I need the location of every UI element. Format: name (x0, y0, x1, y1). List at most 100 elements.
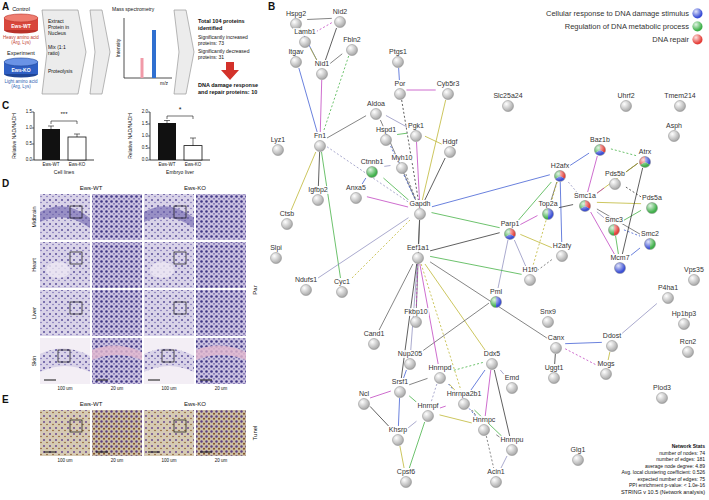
network-edge (611, 149, 638, 156)
sphere-body (415, 209, 426, 220)
protein-node: Cyb5r3 (436, 80, 461, 100)
swatch-ball (693, 9, 703, 19)
sphere-body (336, 287, 347, 298)
sphere-outline (679, 319, 690, 330)
protein-sphere (299, 36, 311, 48)
figure-shape (40, 410, 90, 456)
figure-shape (34, 112, 94, 160)
node-label: Aldoa (366, 100, 386, 108)
protein-node: Nup205 (397, 350, 424, 370)
sphere-outline (674, 101, 685, 112)
protein-node: Emd (504, 374, 520, 394)
text-label: Intensity (115, 39, 121, 58)
protein-node: Hnrnpa2b1 (446, 390, 483, 410)
sphere-body (301, 285, 312, 296)
legend-text: Regulation of DNA metabolic process (565, 22, 689, 31)
node-label: Top2a (537, 200, 558, 208)
text-label: Ews-KO (184, 185, 206, 192)
protein-node: Ctnnb1 (360, 158, 385, 178)
text-label: Significantly increased proteins: 73 (198, 34, 262, 46)
sphere-outline (551, 343, 562, 354)
figure-shape (174, 252, 186, 264)
sphere-outline (442, 89, 453, 100)
figure-shape (51, 121, 77, 124)
sphere-body (317, 69, 328, 80)
protein-node: Ddost (602, 332, 622, 352)
node-label: Atrx (638, 148, 652, 156)
figure-shape (196, 290, 246, 336)
sphere-outline (505, 229, 516, 240)
network-edge (397, 133, 407, 134)
text-label: 2.0 (142, 109, 148, 114)
node-label: Pds5a (641, 194, 663, 202)
figure-shape (70, 206, 82, 218)
network-edge (533, 182, 557, 266)
sphere-outline (683, 347, 694, 358)
protein-sphere (550, 342, 562, 354)
node-label: Eef1a1 (406, 244, 430, 252)
sphere-gloss (505, 229, 516, 240)
sphere-body (413, 253, 424, 264)
protein-node: Fkbp10 (403, 308, 428, 328)
sphere-body (507, 383, 518, 394)
node-label: Por (394, 80, 407, 88)
protein-node: H1f0 (522, 266, 539, 286)
network-edge (501, 456, 507, 468)
sphere-outline (413, 253, 424, 264)
protein-node: Pds5a (641, 194, 663, 214)
sphere-outline (291, 57, 302, 68)
swatch-gloss (693, 35, 703, 45)
protein-sphere (542, 208, 554, 220)
sphere-body (669, 131, 680, 142)
node-label: Cpsf6 (396, 468, 416, 476)
sphere-gloss (594, 145, 605, 156)
sphere-body (478, 425, 489, 436)
sphere-body (405, 359, 416, 370)
sphere-outline (542, 209, 553, 220)
sphere-body (359, 399, 370, 410)
protein-sphere (600, 368, 612, 380)
protein-node: Glg1 (570, 446, 587, 466)
text-label: Light amino acid (Arg, Lys) (2, 79, 40, 90)
protein-sphere (272, 144, 284, 156)
sphere-body (621, 101, 632, 112)
text-label: Ews-KO (69, 162, 86, 167)
sphere-body (315, 141, 326, 152)
sphere-outline (458, 399, 469, 410)
protein-sphere (380, 134, 392, 146)
text-label: 20 um (215, 458, 228, 463)
figure-shape (70, 420, 82, 432)
protein-node: Top2a (537, 200, 558, 220)
figure-shape (90, 10, 110, 94)
node-label: Anxa5 (345, 184, 367, 192)
network-edge (409, 378, 427, 384)
node-label: Hnrnpd (428, 364, 453, 372)
network-edge (421, 264, 461, 390)
figure-shape (167, 116, 193, 119)
sphere-outline (556, 251, 567, 262)
sphere-body (442, 89, 453, 100)
network-edge (409, 422, 424, 468)
figure-shape (92, 410, 142, 456)
protein-sphere (400, 476, 412, 488)
figure-shape (150, 112, 210, 160)
protein-sphere (614, 262, 626, 274)
sphere-gloss (615, 263, 626, 274)
text-label: 20 um (111, 458, 124, 463)
node-label: Igfbp2 (307, 186, 328, 194)
figure-shape (196, 338, 246, 384)
text-label: C (2, 100, 9, 112)
sphere-body (422, 411, 433, 422)
protein-node: Lyz1 (270, 136, 287, 156)
protein-node: Plod3 (652, 384, 672, 404)
protein-node: Por (394, 80, 407, 100)
sphere-outline (368, 339, 379, 350)
figure-shape (162, 350, 174, 362)
sphere-body (549, 373, 560, 384)
protein-sphere (368, 338, 380, 350)
node-label: Uhrf2 (616, 92, 635, 100)
sphere-outline (669, 131, 680, 142)
node-label: Fn1 (313, 132, 327, 140)
legend-text: DNA repair (652, 35, 689, 44)
